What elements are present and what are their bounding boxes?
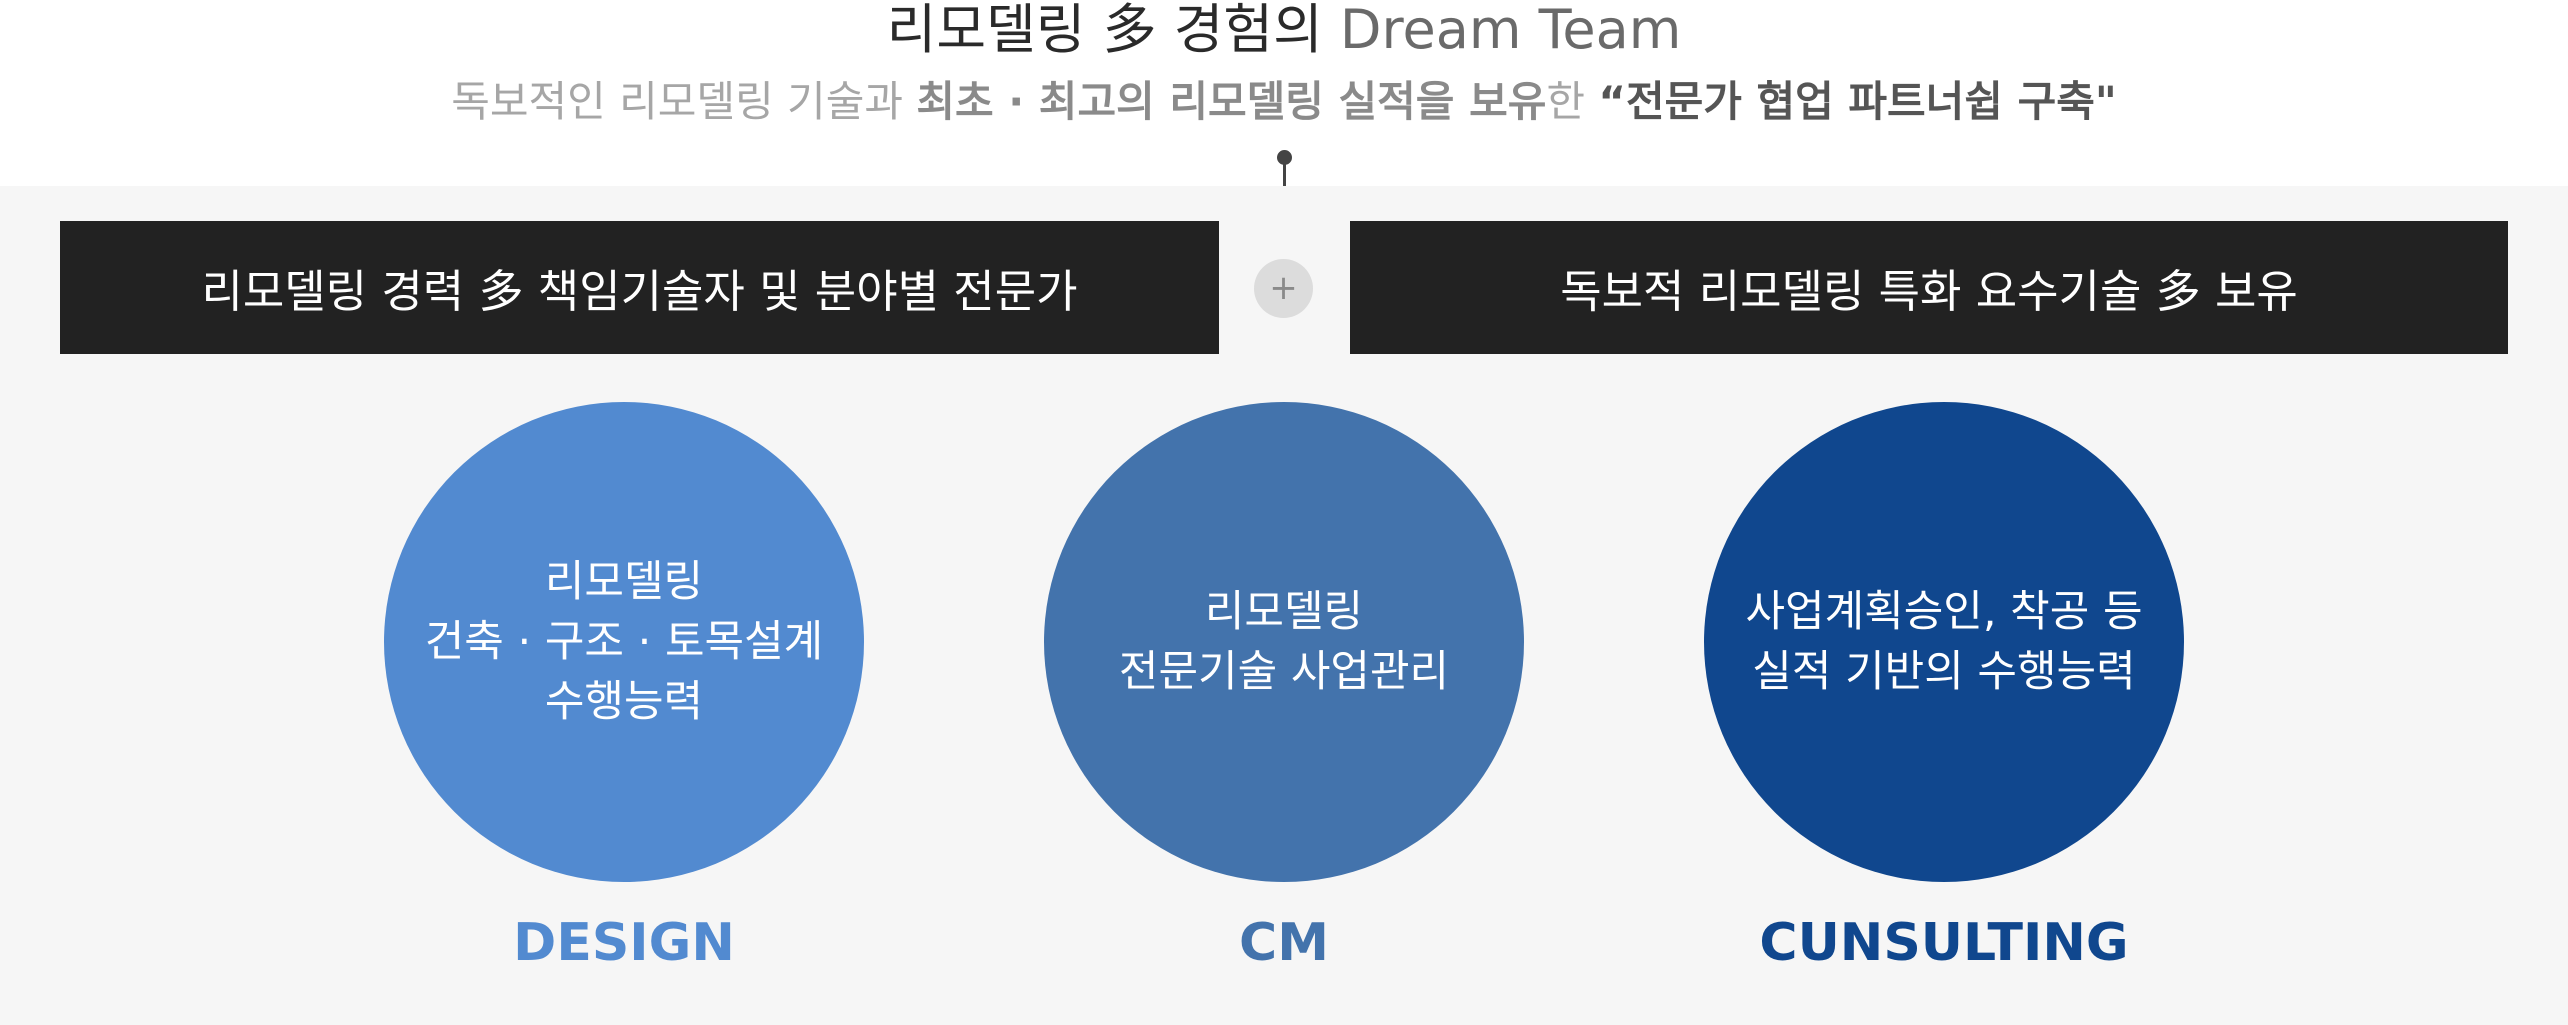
subtitle-part1: 독보적인 리모델링 기술과 — [451, 77, 917, 126]
page-title: 리모델링 多 경험의 Dream Team — [0, 0, 2568, 60]
bar-technology: 독보적 리모델링 특화 요수기술 多 보유 — [1350, 221, 2508, 354]
subtitle-part2: 한 — [1546, 77, 1599, 126]
caption-consulting: CUNSULTING — [1759, 913, 2129, 973]
bar-experts: 리모델링 경력 多 책임기술자 및 분야별 전문가 — [60, 221, 1219, 354]
bar-experts-label: 리모델링 경력 多 책임기술자 및 분야별 전문가 — [201, 265, 1078, 318]
subtitle-bold1: 최초 · 최고의 리모델링 실적을 보유 — [916, 77, 1547, 126]
circle-consulting-line: 사업계획승인, 착공 등 — [1745, 587, 2143, 637]
circle-design-line: 건축 · 구조 · 토목설계 — [424, 617, 824, 667]
circle-consulting-line: 실적 기반의 수행능력 — [1752, 647, 2136, 697]
plus-icon: + — [1254, 259, 1313, 318]
title-accent: Dream Team — [1339, 0, 1682, 61]
bar-technology-label: 독보적 리모델링 특화 요수기술 多 보유 — [1560, 265, 2298, 318]
circle-cm-line: 리모델링 — [1204, 587, 1364, 637]
connector-dot — [1277, 150, 1292, 165]
header: 리모델링 多 경험의 Dream Team 독보적인 리모델링 기술과 최초 ·… — [0, 0, 2568, 186]
circle-cm-line: 전문기술 사업관리 — [1118, 647, 1450, 697]
caption-design: DESIGN — [513, 913, 735, 973]
page-subtitle: 독보적인 리모델링 기술과 최초 · 최고의 리모델링 실적을 보유한 “전문가… — [0, 72, 2568, 132]
title-main: 리모델링 多 경험의 — [886, 0, 1340, 61]
connector-line — [1283, 158, 1286, 186]
circle-cm: 리모델링 전문기술 사업관리 — [1044, 402, 1524, 882]
circle-consulting: 사업계획승인, 착공 등 실적 기반의 수행능력 — [1704, 402, 2184, 882]
circle-design: 리모델링 건축 · 구조 · 토목설계 수행능력 — [384, 402, 864, 882]
caption-cm: CM — [1239, 913, 1329, 973]
circle-design-line: 리모델링 — [544, 557, 704, 607]
circle-design-line: 수행능력 — [544, 677, 704, 727]
subtitle-bold2: “전문가 협업 파트너쉽 구축" — [1598, 77, 2117, 126]
